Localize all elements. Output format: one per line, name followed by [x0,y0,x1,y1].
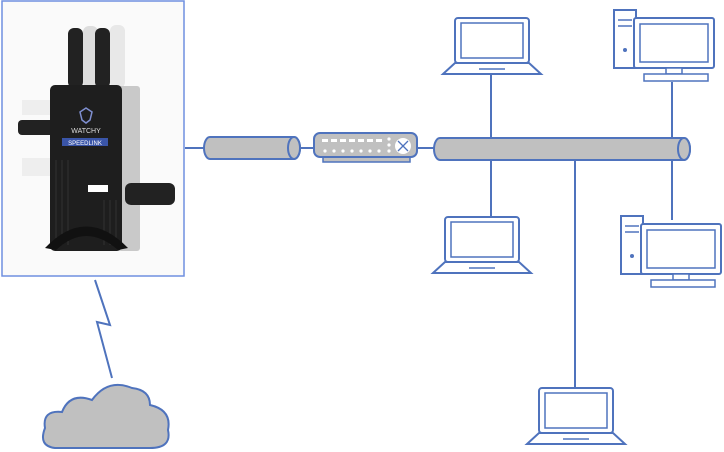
desktop-top-icon [613,9,715,82]
network-switch [313,132,418,163]
backbone [433,137,691,161]
wireless-link-icon [94,279,113,379]
connection-lines [185,74,673,388]
switch-led [368,149,372,153]
switch-led [387,149,391,153]
switch-port [340,139,346,142]
desktop-right-icon [620,215,722,288]
laptop-top-icon [442,17,542,75]
switch-led [350,149,354,153]
switch-led [341,149,345,153]
laptop-bottom-left-icon [432,216,532,274]
switch-port [331,139,337,142]
switch-port [367,139,373,142]
switch-led [387,137,391,141]
switch-led [359,149,363,153]
switch-port [376,139,382,142]
cable-segment [203,136,301,160]
brand-logo-icon [79,107,93,124]
switch-led [332,149,336,153]
device-model: SPEEDLINK [68,141,102,147]
switch-led [387,143,391,147]
router-photo: WATCHY SPEEDLINK [1,0,185,277]
switch-port [322,139,328,142]
laptop-bottom-icon [526,387,626,445]
switch-port [358,139,364,142]
switch-port [349,139,355,142]
cloud-icon [42,384,170,449]
switch-led [323,149,327,153]
switch-arrows-icon [397,140,409,152]
switch-led [377,149,381,153]
device-brand: WATCHY [71,128,101,135]
